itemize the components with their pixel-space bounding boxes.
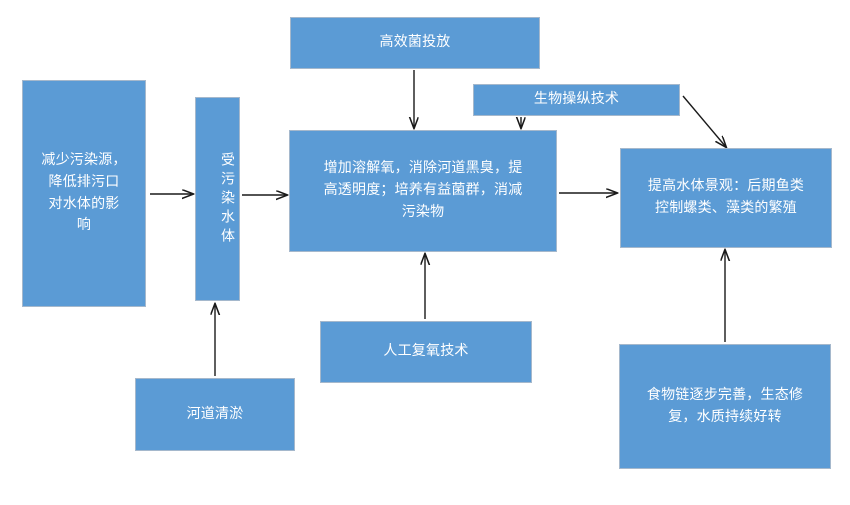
node-high-efficiency-bacteria-dosing[interactable]: 高效菌投放: [290, 17, 540, 69]
node-river-dredging[interactable]: 河道清淤: [135, 378, 295, 451]
node-food-chain-improvement[interactable]: 食物链逐步完善，生态修 复，水质持续好转: [619, 344, 831, 469]
edge-biomanipulation-to-waterscape: [682, 95, 726, 147]
node-improve-waterscape[interactable]: 提高水体景观：后期鱼类 控制螺类、藻类的繁殖: [620, 148, 832, 248]
node-label: 增加溶解氧，消除河道黑臭，提 高透明度；培养有益菌群，消减 污染物: [323, 160, 523, 220]
node-polluted-water-body[interactable]: 受污染水体: [195, 97, 240, 301]
node-label: 减少污染源， 降低排污口 对水体的影 响: [41, 152, 127, 234]
node-label: 受污染水体: [219, 151, 235, 247]
node-label: 河道清淤: [186, 405, 244, 422]
node-label: 提高水体景观：后期鱼类 控制螺类、藻类的繁殖: [647, 178, 805, 216]
node-artificial-reoxygenation[interactable]: 人工复氧技术: [320, 321, 532, 383]
node-reduce-pollution-source[interactable]: 减少污染源， 降低排污口 对水体的影 响: [22, 80, 146, 307]
node-label: 生物操纵技术: [533, 91, 620, 108]
node-biomanipulation-technology[interactable]: 生物操纵技术: [473, 84, 680, 116]
node-increase-dissolved-oxygen[interactable]: 增加溶解氧，消除河道黑臭，提 高透明度；培养有益菌群，消减 污染物: [289, 130, 557, 252]
node-label: 高效菌投放: [379, 34, 451, 51]
node-label: 人工复氧技术: [383, 343, 469, 360]
node-label: 食物链逐步完善，生态修 复，水质持续好转: [646, 386, 804, 425]
